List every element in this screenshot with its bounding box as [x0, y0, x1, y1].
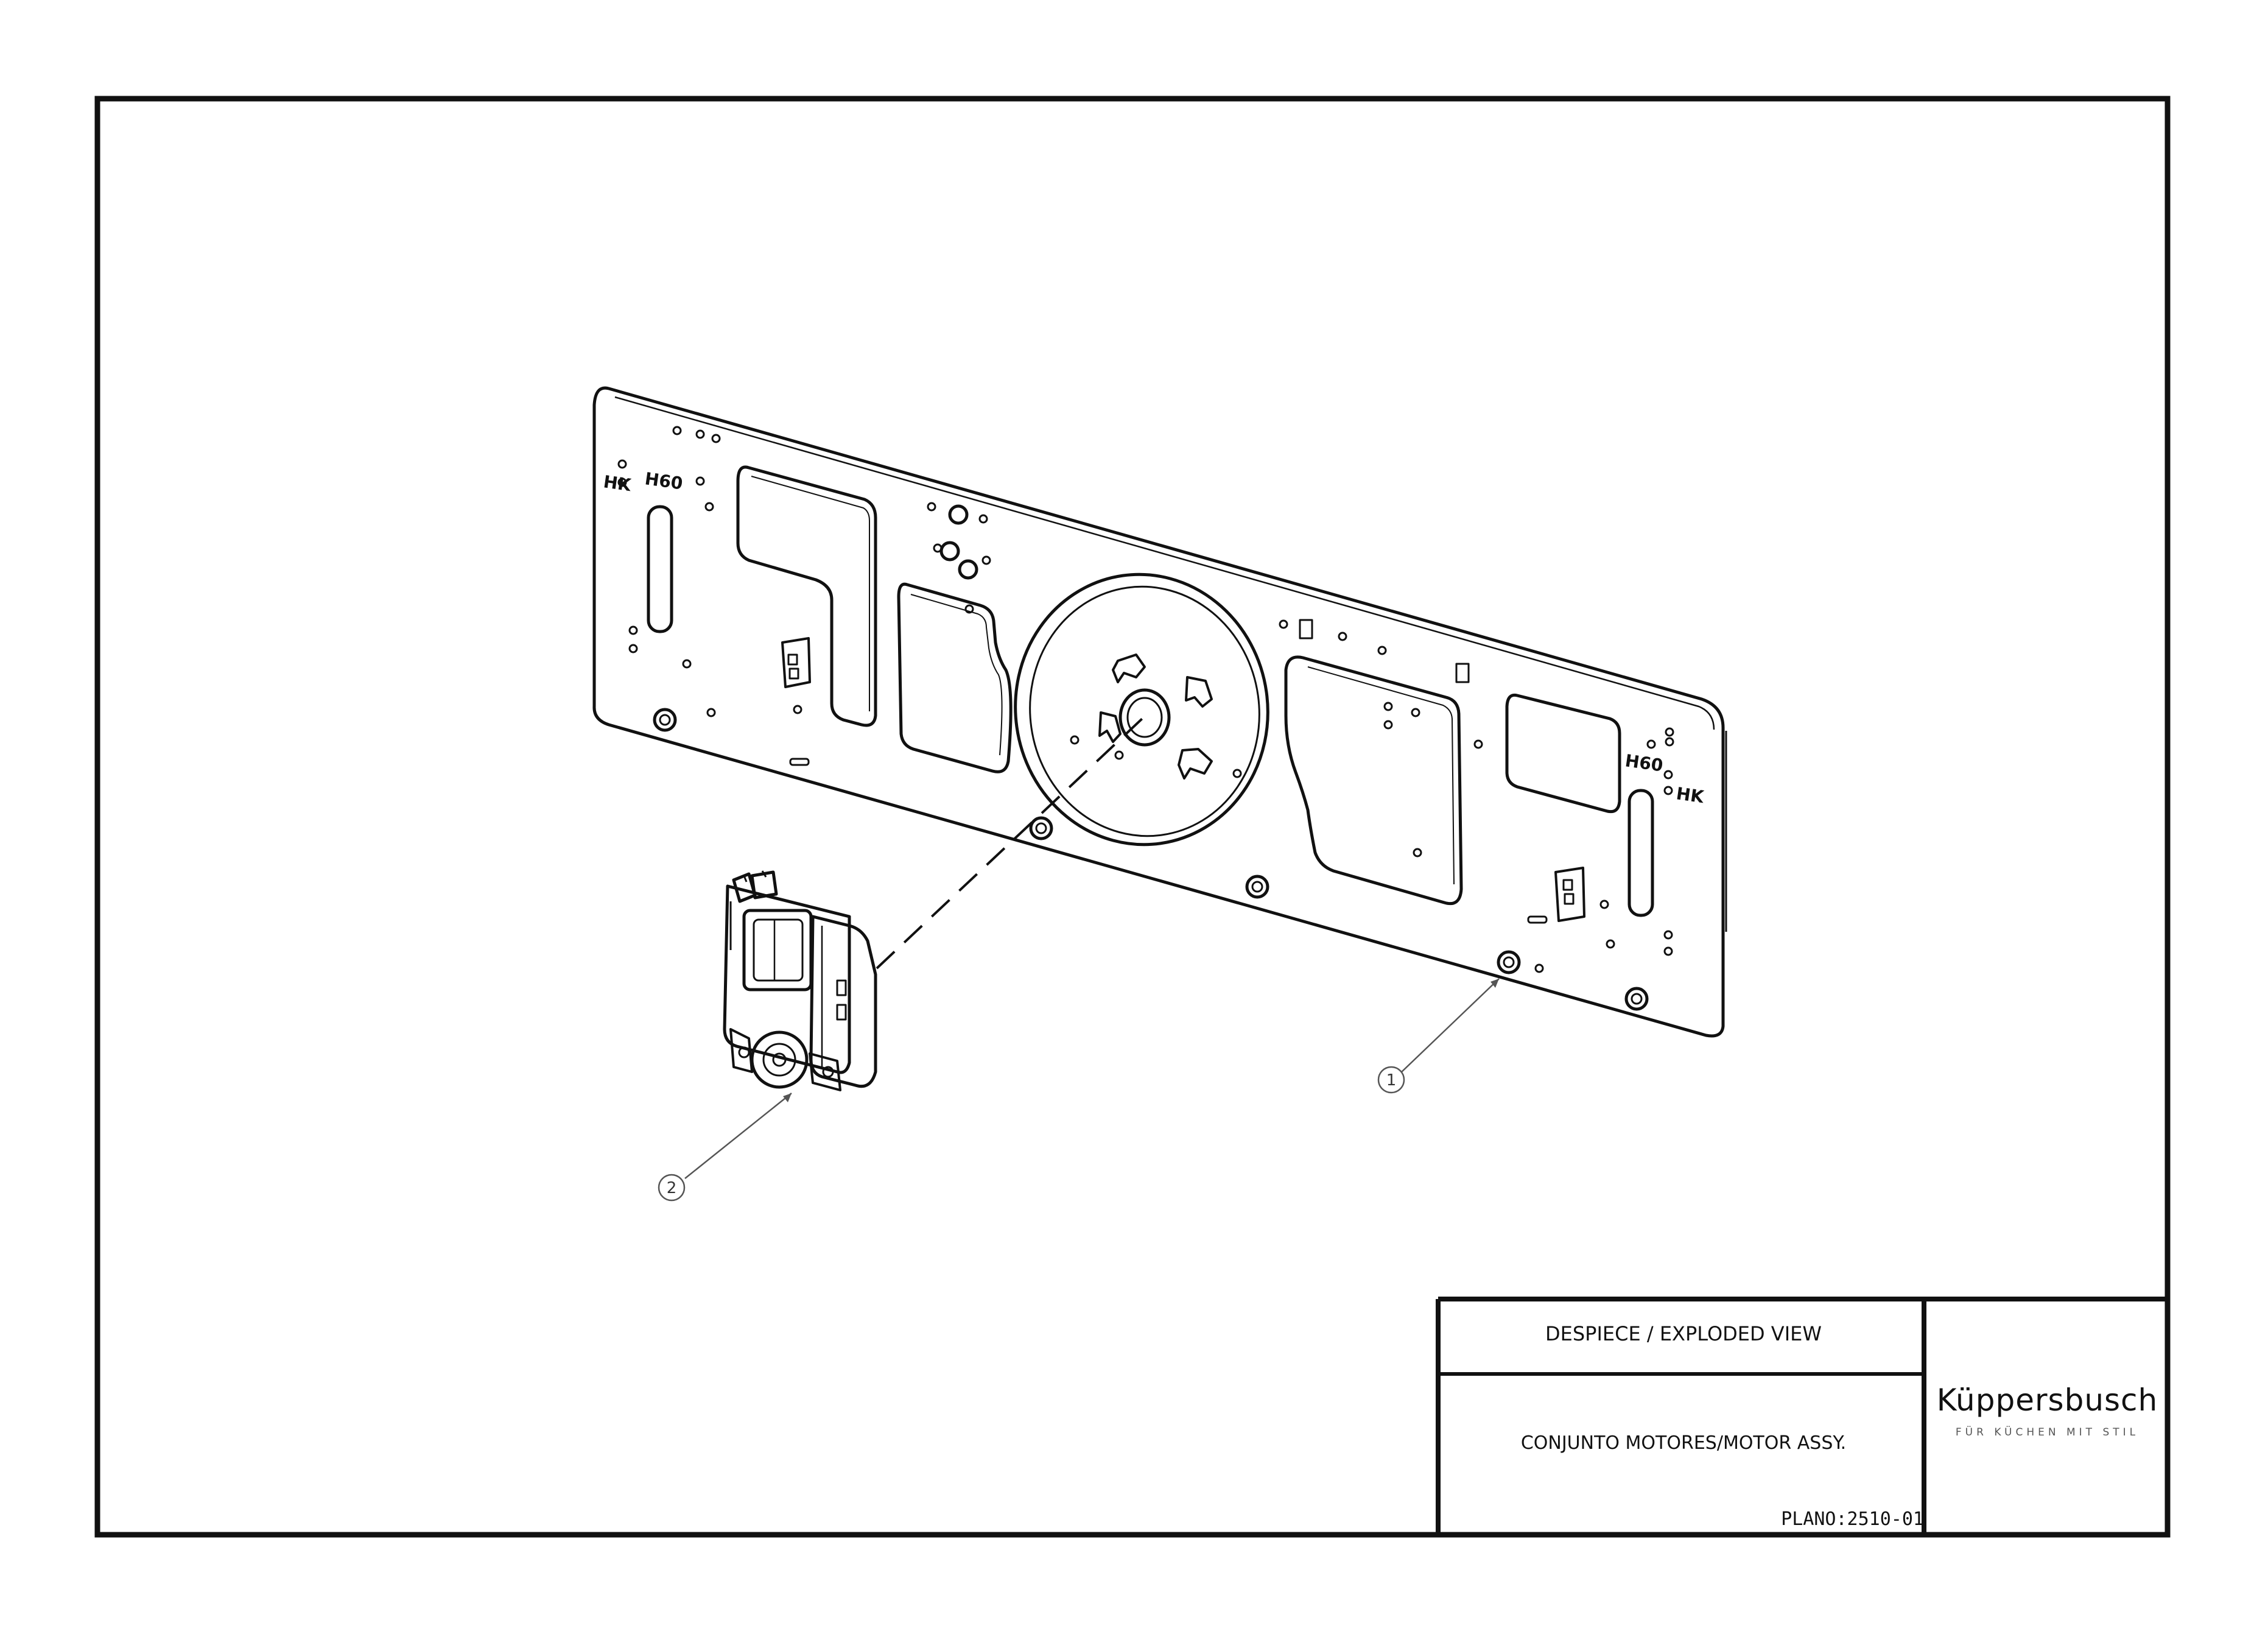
brand-tagline: FÜR KÜCHEN MIT STIL [1955, 1426, 2140, 1439]
drawing-frame [94, 96, 2171, 1538]
motor-rotor [750, 1030, 809, 1089]
plate-marking-h60-right: H60 [1624, 750, 1664, 775]
plate-slot-left [647, 505, 673, 633]
plate-marking-hk-left: HK [602, 471, 633, 495]
plate-hub-hole [1118, 688, 1171, 747]
plate-cutout-l-shape [736, 465, 877, 727]
leader-lines [684, 978, 1500, 1179]
plate-window-right [1505, 693, 1621, 814]
plate-slot-right [1627, 789, 1654, 917]
plate-holes [617, 426, 1674, 973]
callout-label-2: 2 [667, 1179, 677, 1197]
assembly-title: CONJUNTO MOTORES/MOTOR ASSY. [1520, 1432, 1847, 1454]
plate-drum-inner [1029, 585, 1260, 837]
title-block [1436, 1297, 2168, 1535]
view-title: DESPIECE / EXPLODED VIEW [1545, 1322, 1822, 1345]
plate-recess-left [897, 582, 1013, 773]
back-plate-part-1 [592, 386, 1727, 1038]
callout-part-2: 2 [658, 1174, 686, 1202]
callout-part-1: 1 [1377, 1066, 1405, 1094]
fan-motor-part-2 [723, 870, 877, 1091]
plate-recess-right [1284, 655, 1463, 906]
brand-logo: Küppersbusch [1936, 1382, 2158, 1418]
callout-label-1: 1 [1386, 1071, 1397, 1090]
assembly-axis-line [876, 717, 1143, 970]
plate-marking-hk-right: HK [1675, 783, 1706, 807]
plate-drum-outer [1014, 572, 1269, 847]
plate-marking-h60-left: H60 [644, 468, 684, 493]
drawing-number: PLANO:2510-01 [1781, 1509, 1924, 1530]
